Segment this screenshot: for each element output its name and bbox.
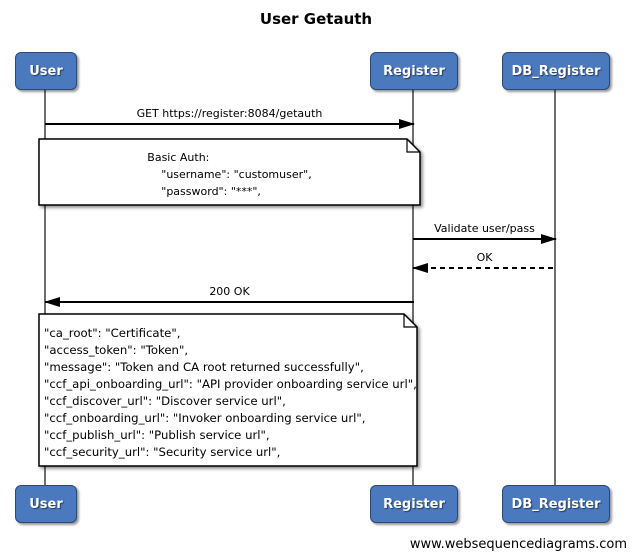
note-line: "ccf_discover_url": "Discover service ur… [44,394,286,408]
message-label: 200 OK [209,285,250,298]
actor-user-top: User [15,52,77,90]
lifeline-user [44,90,46,485]
arrow-line [412,263,556,273]
actor-user-bottom: User [15,485,77,523]
message-label: OK [476,251,493,264]
arrowhead-left-icon [412,263,428,273]
note-line: "ca_root": "Certificate", [44,326,181,340]
note-line: "access_token": "Token", [44,343,189,357]
message-label: Validate user/pass [434,222,535,235]
note-line: "ccf_publish_url": "Publish service url"… [44,428,270,442]
note-line: "ccf_security_url": "Security service ur… [44,445,281,459]
note-line: "password": "***", [147,185,261,198]
actor-register-top: Register [370,52,458,90]
arrow-line [44,297,414,307]
actor-db-register-top: DB_Register [502,52,610,90]
note-line: "ccf_onboarding_url": "Invoker onboardin… [44,411,366,425]
lifeline-db-register [554,90,556,485]
note-shape [38,313,418,467]
message-get-getauth: GET https://register:8084/getauth [45,106,415,129]
arrow-line [413,234,557,244]
note-line: Basic Auth: [147,151,210,164]
arrowhead-right-icon [541,234,557,244]
message-200-ok: 200 OK [44,284,414,307]
message-validate-user-pass: Validate user/pass [413,221,557,244]
lifeline-register [412,90,414,485]
watermark-websequencediagrams: www.websequencediagrams.com [409,537,627,552]
message-label: GET https://register:8084/getauth [136,107,323,120]
note-shape [38,138,421,206]
arrowhead-left-icon [44,297,60,307]
arrow-line [45,119,415,129]
note-line: "message": "Token and CA root returned s… [44,360,364,374]
diagram-title: User Getauth [259,10,373,28]
actor-db-register-bottom: DB_Register [502,485,610,523]
note-line: "ccf_api_onboarding_url": "API provider … [44,377,417,391]
actor-register-bottom: Register [370,485,458,523]
note-basic-auth: Basic Auth: "username": "customuser", "p… [38,138,421,206]
note-auth-response: "ca_root": "Certificate", "access_token"… [38,313,418,467]
note-line: "username": "customuser", [147,168,312,181]
arrowhead-right-icon [399,119,415,129]
message-ok: OK [412,250,556,273]
